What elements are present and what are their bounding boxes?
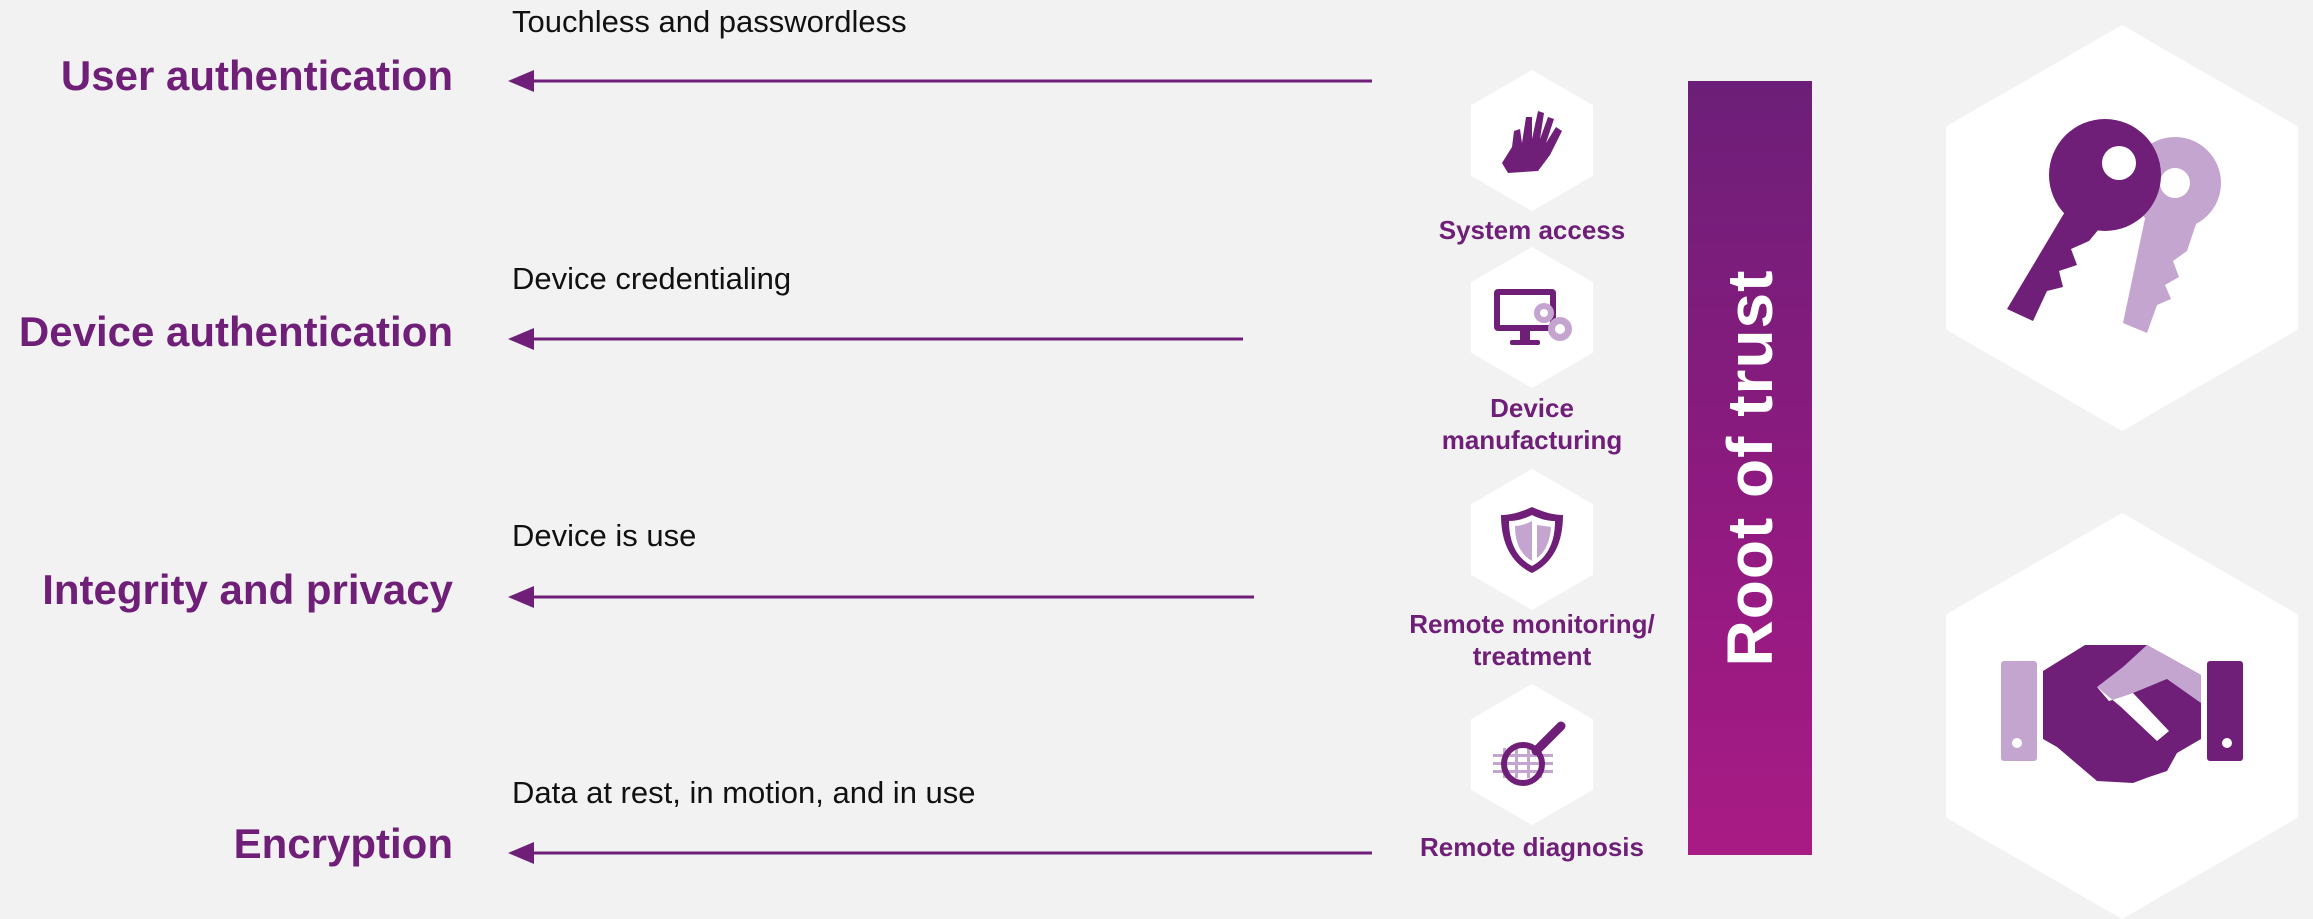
arrow-user-authentication xyxy=(508,70,1372,92)
hex-system-access xyxy=(1471,70,1593,211)
row-subtitle-integrity-and-privacy: Device is use xyxy=(512,518,697,553)
row-title-user-authentication: User authentication xyxy=(60,52,453,99)
use-case-label-system-access: System access xyxy=(1438,215,1626,245)
keys-icon xyxy=(2007,119,2221,333)
handshake-icon xyxy=(2001,645,2243,783)
hex-remote-monitoring xyxy=(1471,469,1593,610)
row-title-encryption: Encryption xyxy=(233,820,453,867)
use-case-label-device-manufacturing: Device manufacturing xyxy=(1441,393,1623,455)
use-case-label-remote-diagnosis: Remote diagnosis xyxy=(1420,832,1644,862)
shield-icon xyxy=(1501,506,1563,573)
row-title-integrity-and-privacy: Integrity and privacy xyxy=(42,566,453,613)
use-case-label-remote-monitoring: Remote monitoring/ treatment xyxy=(1409,609,1655,671)
root-of-trust-label: Root of trust xyxy=(1714,269,1786,667)
root-of-trust-bar: Root of trust xyxy=(1688,81,1812,855)
hex-remote-diagnosis xyxy=(1471,684,1593,825)
hex-device-manufacturing xyxy=(1471,247,1593,388)
arrow-integrity-and-privacy xyxy=(508,586,1254,608)
row-subtitle-encryption: Data at rest, in motion, and in use xyxy=(512,775,976,810)
monitor-gears-icon xyxy=(1494,288,1572,345)
arrow-device-authentication xyxy=(508,328,1243,350)
magnifier-icon xyxy=(1493,721,1566,786)
arrow-encryption xyxy=(508,842,1372,864)
row-title-device-authentication: Device authentication xyxy=(18,308,453,355)
row-subtitle-user-authentication: Touchless and passwordless xyxy=(512,4,907,39)
row-subtitle-device-authentication: Device credentialing xyxy=(512,261,792,296)
hand-icon xyxy=(1502,110,1562,173)
